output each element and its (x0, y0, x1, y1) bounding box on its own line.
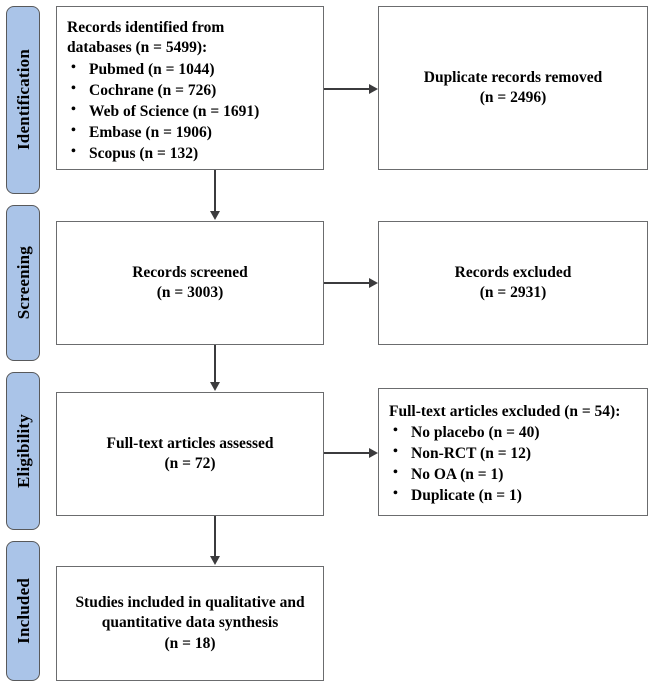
records-excluded-line1: Records excluded (454, 263, 572, 281)
list-item: Duplicate (n = 1) (389, 484, 540, 506)
box-duplicate-records-removed: Duplicate records removed (n = 2496) (378, 6, 648, 170)
list-item: No placebo (n = 40) (389, 421, 540, 443)
fulltext-assessed-line2: (n = 72) (164, 455, 216, 472)
arrowhead-to-screened-icon (209, 211, 220, 220)
list-item: Cochrane (n = 726) (67, 79, 259, 101)
list-item: No OA (n = 1) (389, 463, 540, 485)
box-records-excluded: Records excluded (n = 2931) (378, 221, 648, 345)
stage-tab-included: Included (6, 541, 40, 681)
arrowhead-to-excluded-icon (369, 278, 378, 288)
stage-label-included: Included (13, 578, 33, 644)
arrowhead-to-included-icon (209, 556, 220, 565)
stage-label-identification: Identification (13, 49, 33, 151)
stage-tab-eligibility: Eligibility (6, 372, 40, 530)
connector-identified-to-duplicates (324, 88, 369, 90)
arrowhead-to-duplicates-icon (369, 84, 378, 94)
list-item: Scopus (n = 132) (67, 142, 259, 164)
connector-identified-to-screened (214, 170, 216, 211)
records-screened-line1: Records screened (132, 263, 248, 281)
stage-label-screening: Screening (13, 246, 33, 320)
connector-screened-to-excluded (324, 282, 369, 284)
fulltext-excluded-reason-list: No placebo (n = 40) Non-RCT (n = 12) No … (389, 421, 540, 506)
box-studies-included: Studies included in qualitative and quan… (56, 566, 324, 681)
arrowhead-to-fulltext-icon (209, 382, 220, 391)
studies-included-line2: quantitative data synthesis (101, 614, 279, 632)
fulltext-assessed-line1: Full-text articles assessed (106, 434, 274, 452)
box-records-screened: Records screened (n = 3003) (56, 221, 324, 345)
stage-label-eligibility: Eligibility (13, 414, 33, 488)
connector-fulltext-to-excluded (324, 452, 369, 454)
connector-screened-to-fulltext (214, 345, 216, 382)
duplicates-removed-line1: Duplicate records removed (423, 68, 603, 86)
list-item: Non-RCT (n = 12) (389, 442, 540, 464)
box-records-identified: Records identified from databases (n = 5… (56, 6, 324, 170)
list-item: Pubmed (n = 1044) (67, 58, 259, 80)
stage-tab-identification: Identification (6, 6, 40, 194)
list-item: Web of Science (n = 1691) (67, 100, 259, 122)
studies-included-line3: (n = 18) (164, 634, 216, 652)
stage-tab-screening: Screening (6, 205, 40, 361)
studies-included-line1: Studies included in qualitative and (75, 593, 305, 611)
connector-fulltext-to-included (214, 516, 216, 556)
arrowhead-to-fulltext-excluded-icon (369, 448, 378, 458)
box-fulltext-excluded: Full-text articles excluded (n = 54): No… (378, 388, 648, 516)
records-identified-source-list: Pubmed (n = 1044) Cochrane (n = 726) Web… (67, 58, 259, 164)
box-fulltext-assessed: Full-text articles assessed (n = 72) (56, 392, 324, 516)
list-item: Embase (n = 1906) (67, 121, 259, 143)
records-screened-line2: (n = 3003) (156, 284, 224, 301)
records-excluded-line2: (n = 2931) (479, 284, 547, 301)
fulltext-excluded-title: Full-text articles excluded (n = 54): (389, 402, 621, 420)
records-identified-title-line1: Records identified from (67, 18, 225, 36)
records-identified-title-line2: databases (n = 5499): (67, 39, 208, 57)
duplicates-removed-line2: (n = 2496) (479, 89, 547, 106)
